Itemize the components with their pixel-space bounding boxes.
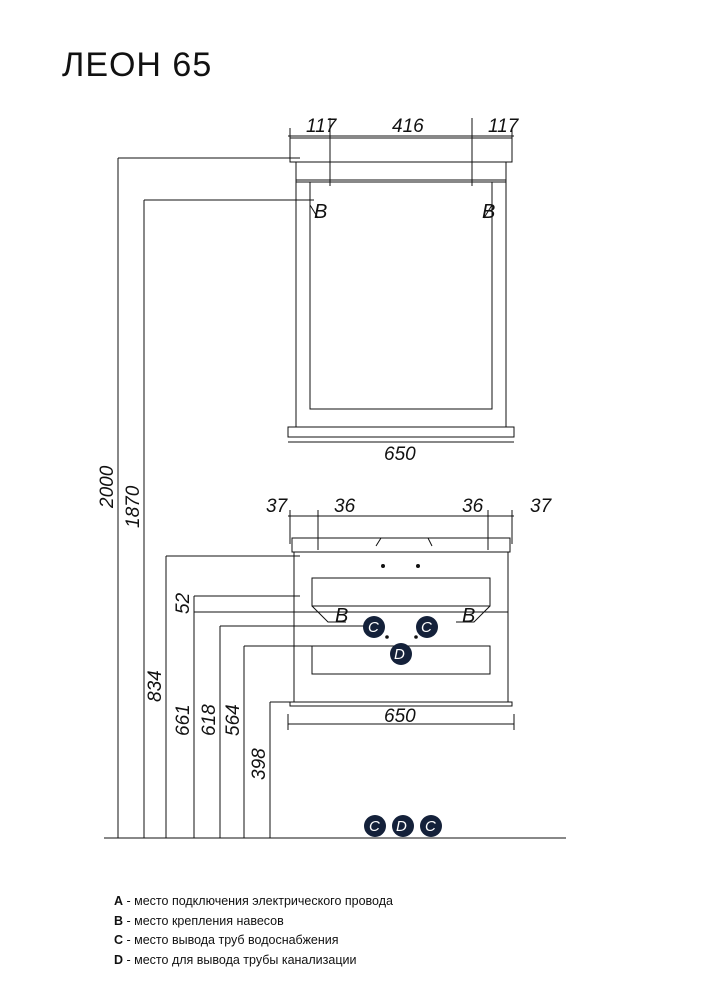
dim-height-618: 618 bbox=[199, 704, 220, 736]
height-dimension-lines bbox=[104, 157, 566, 839]
cabinet-outline bbox=[288, 510, 514, 707]
legend-item-d: D - место для вывода трубы канализации bbox=[114, 952, 357, 967]
svg-text:D: D bbox=[394, 646, 405, 663]
hanger-mark-mirror-left: B bbox=[314, 201, 327, 223]
dim-mirror-width: 650 bbox=[384, 444, 416, 465]
pipe-dot-right bbox=[414, 635, 418, 639]
svg-text:C: C bbox=[421, 619, 432, 636]
svg-text:C: C bbox=[425, 818, 436, 835]
mirror-outline bbox=[287, 137, 515, 438]
dim-cabinet-left-margin: 37 bbox=[266, 496, 289, 517]
mirror-top-dimension bbox=[288, 118, 514, 186]
svg-text:C: C bbox=[369, 818, 380, 835]
svg-text:C: C bbox=[368, 619, 379, 636]
hanger-mark-cabinet-right: B bbox=[462, 605, 475, 627]
dim-cabinet-right-margin: 37 bbox=[530, 496, 553, 517]
dim-mirror-inner: 416 bbox=[392, 116, 424, 137]
dim-height-661: 661 bbox=[173, 704, 194, 736]
dim-cabinet-width: 650 bbox=[384, 706, 416, 727]
dim-cabinet-right-inner: 36 bbox=[462, 496, 484, 517]
floor-water-marker-left: C bbox=[364, 815, 386, 837]
legend-item-b: B - место крепления навесов bbox=[114, 913, 284, 928]
hanger-mark-cabinet-left: B bbox=[335, 605, 348, 627]
socket-dot-right bbox=[416, 564, 420, 568]
dim-mirror-left: 117 bbox=[306, 116, 338, 137]
floor-water-marker-right: C bbox=[420, 815, 442, 837]
svg-text:D: D bbox=[396, 818, 407, 835]
dim-mirror-right: 117 bbox=[488, 116, 520, 137]
dim-height-2000: 2000 bbox=[97, 465, 118, 509]
legend-item-a: A - место подключения электрического про… bbox=[114, 894, 393, 908]
dim-height-1870: 1870 bbox=[123, 485, 144, 528]
water-marker-left: C bbox=[363, 616, 385, 638]
dim-height-564: 564 bbox=[223, 704, 244, 736]
legend: A - место подключения электрического про… bbox=[114, 892, 393, 970]
socket-dot-left bbox=[381, 564, 385, 568]
dim-height-834: 834 bbox=[145, 670, 166, 702]
hanger-mark-mirror-right: B bbox=[482, 201, 495, 223]
page-title: ЛЕОН 65 bbox=[62, 46, 213, 84]
water-marker-right: C bbox=[416, 616, 438, 638]
dim-offset-52: 52 bbox=[173, 592, 194, 614]
dim-cabinet-left-inner: 36 bbox=[334, 496, 356, 517]
drain-marker: D bbox=[390, 643, 412, 665]
legend-item-c: C - место вывода труб водоснабжения bbox=[114, 933, 339, 947]
floor-drain-marker: D bbox=[392, 815, 414, 837]
pipe-dot-left bbox=[385, 635, 389, 639]
dim-height-398: 398 bbox=[249, 748, 270, 780]
